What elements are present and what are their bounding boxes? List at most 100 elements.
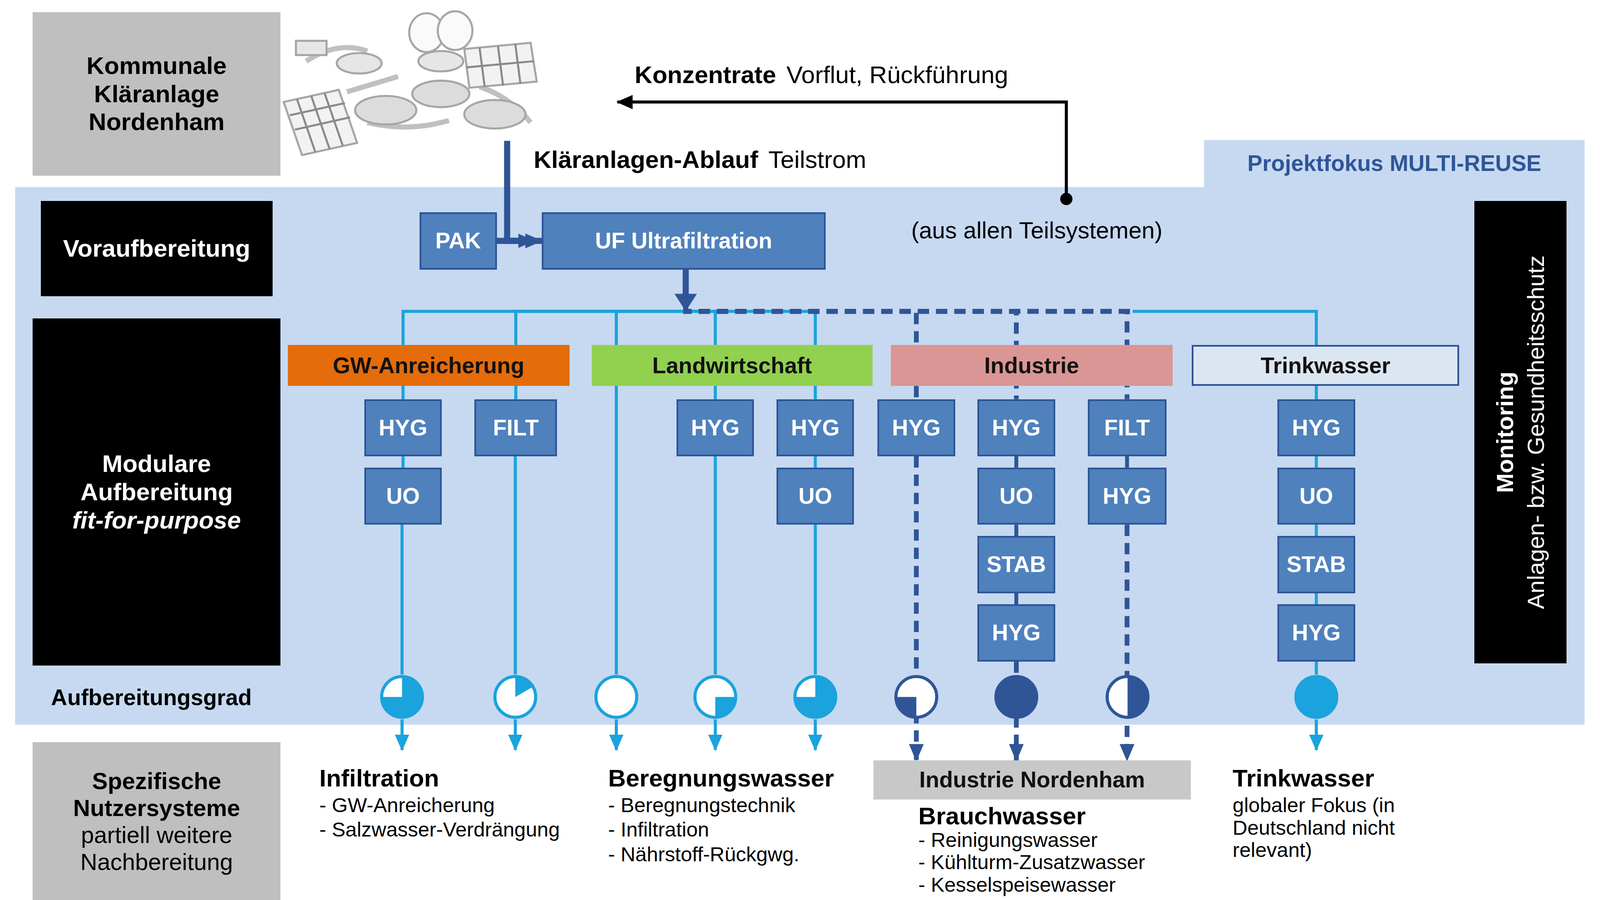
process-box: HYG [977,399,1055,457]
band-shape [15,140,1585,725]
node-text: UO [386,483,420,509]
connector-line [813,456,817,468]
process-box: UO [977,467,1055,525]
node-text: FILT [493,414,539,441]
node-text: FILT [1104,414,1150,441]
connector [1016,524,1017,536]
node-text: GW-Anreicherung [332,352,525,379]
node-text: Anlagen- bzw. Gesundheitsschutz [1522,255,1550,609]
connector [1316,456,1317,468]
node-text: fit-for-purpose [72,506,241,535]
node-text: HYG [992,619,1041,646]
node-text: Industrie Nordenham [919,766,1145,793]
process-box: PAK [419,212,497,270]
heading-label: Beregnungswasser [608,764,835,792]
category-header: Industrie [890,344,1173,386]
connector-line [1014,593,1019,605]
user-system-box: Industrie Nordenham [873,760,1191,799]
node-text: Voraufbereitung [63,234,251,263]
band-heading: Projektfokus MULTI-REUSE [1203,140,1585,187]
heading-label: Aufbereitungsgrad [50,684,252,710]
stage-label-box: Modulare Aufbereitungfit-for-purpose [32,318,281,666]
connector [1316,593,1317,605]
text-label: Teilstrom [768,146,867,174]
uf-outlet [674,268,697,312]
treatment-degree-pies [381,676,1337,717]
effluent-arrow [506,140,534,241]
process-box: UF Ultrafiltration [541,212,826,270]
node-text: HYG [992,414,1041,441]
text-label: - Nährstoff-Rückgwg. [608,843,800,866]
connector [1316,524,1317,536]
connector-line [685,269,1133,312]
heading-label: Trinkwasser [1232,764,1375,792]
connector [1126,524,1128,760]
connector [403,456,404,468]
connector-line [1124,524,1130,760]
node-text: Spezifische Nutzersysteme [32,766,281,821]
process-box: STAB [1277,535,1355,593]
connector-line [1314,593,1318,605]
text-label: - Kühlturm-Zusatzwasser [918,850,1145,874]
text-label: - Infiltration [608,818,710,841]
monitoring-box: MonitoringAnlagen- bzw. Gesundheitsschut… [1474,200,1567,664]
process-box: HYG [1087,467,1167,525]
node-text: HYG [690,414,740,441]
process-box: UO [364,467,442,525]
connector-line [1314,524,1318,536]
connector-line [1314,456,1318,468]
text-label: - Salzwasser-Verdrängung [319,818,560,841]
node-text: PAK [435,227,481,254]
process-box: HYG [977,603,1055,661]
process-box: STAB [977,535,1055,593]
plant-label-box: Kommunale Kläranlage Nordenham [32,12,281,176]
node-text: STAB [1286,551,1347,577]
node-text: partiell weitere Nachbereitung [32,820,281,875]
text-label: (aus allen Teilsystemen) [911,217,1163,244]
heading-label: Brauchwasser [918,802,1086,830]
text-label: globaler Fokus (in Deutschland nicht rel… [1232,793,1417,862]
connector [1016,593,1017,605]
text-label: - Reinigungswasser [918,828,1098,852]
connector-line [1125,456,1130,468]
process-box: FILT [1087,399,1167,457]
node-text: UO [999,483,1034,509]
node-text: Kommunale Kläranlage Nordenham [32,51,281,137]
stage-label-box: Voraufbereitung [40,200,273,296]
process-box: HYG [776,399,854,457]
heading-label: Kläranlagen-Ablauf [533,146,758,174]
process-box: UO [776,467,854,525]
node-text: Modulare Aufbereitung [32,449,281,507]
category-header: Landwirtschaft [591,344,873,386]
node-text: HYG [790,414,840,441]
node-text: Landwirtschaft [652,352,812,379]
heading-label: Infiltration [319,764,440,792]
connector [815,456,816,468]
process-box: UO [1277,467,1355,525]
project-band: Projektfokus MULTI-REUSEVoraufbereitungM… [15,140,1585,725]
text-label: - Beregnungstechnik [608,793,796,817]
category-header: Trinkwasser [1191,344,1460,386]
process-box: HYG [877,399,955,457]
connector-line [1014,456,1019,468]
process-box: HYG [1277,603,1355,661]
stage-label-box: Spezifische Nutzersystemepartiell weiter… [32,741,281,900]
node-text: HYG [1102,483,1152,509]
process-box: HYG [1277,399,1355,457]
text-label: - GW-Anreicherung [319,793,495,817]
node-text: HYG [892,414,941,441]
node-text: HYG [1292,619,1341,646]
connector [1126,456,1128,468]
node-text: UO [1299,483,1334,509]
node-text: HYG [1292,414,1341,441]
node-text: HYG [378,414,428,441]
node-text: Monitoring [1491,371,1519,494]
node-text: UF Ultrafiltration [595,227,773,254]
process-box: FILT [474,399,557,457]
node-text: Trinkwasser [1260,352,1390,379]
text-label: - Kesselspeisewasser [918,873,1116,897]
process-box: HYG [676,399,754,457]
connector [1016,456,1017,468]
node-text: Industrie [984,352,1080,379]
text-label: Vorflut, Rückführung [786,61,1009,89]
